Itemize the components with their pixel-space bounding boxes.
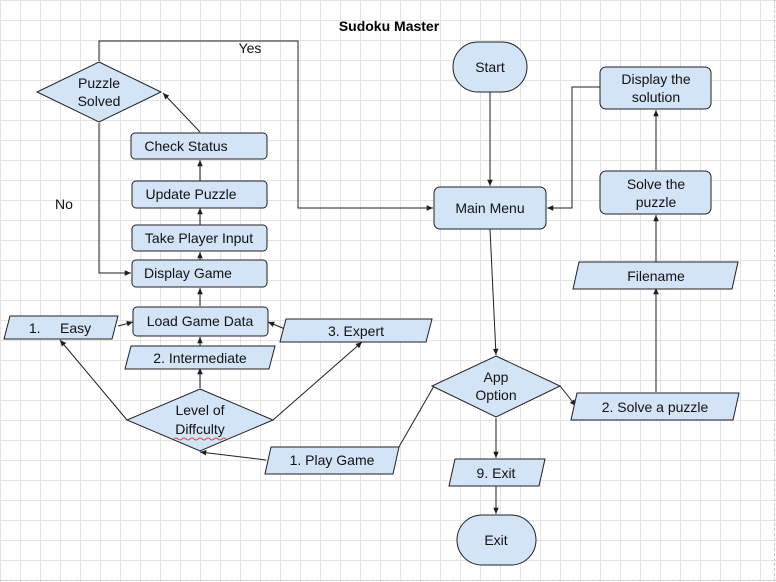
edge-app-option-to-solve-option <box>559 385 577 407</box>
node-exit-label: Exit <box>484 532 507 548</box>
node-level-label-2: Diffculty <box>175 421 225 437</box>
node-start-label: Start <box>475 59 505 75</box>
node-intermediate[interactable]: 2. Intermediate <box>124 345 276 370</box>
edge-check-to-puzzle-solved <box>162 92 201 133</box>
node-puzzle-solved[interactable]: Puzzle Solved <box>35 61 163 123</box>
node-puzzle-solved-label-1: Puzzle <box>78 75 120 91</box>
node-app-option-label-1: App <box>484 369 509 385</box>
node-display-solution-label-2: solution <box>632 89 680 105</box>
node-solve-option-label: 2. Solve a puzzle <box>602 399 709 415</box>
edge-puzzle-solved-yes-to-main-menu <box>98 40 433 211</box>
edge-easy-to-load <box>117 320 134 327</box>
node-expert[interactable]: 3. Expert <box>279 318 433 343</box>
node-update-puzzle-label: Update Puzzle <box>145 186 236 202</box>
node-display-solution-label-1: Display the <box>621 71 690 87</box>
node-exit-option-label: 9. Exit <box>477 465 516 481</box>
diagram-title: Sudoku Master <box>339 18 440 34</box>
node-exit-option[interactable]: 9. Exit <box>448 458 546 487</box>
node-filename-label: Filename <box>627 268 685 284</box>
node-easy-label: 1. Easy <box>29 320 91 336</box>
edge-label-no: No <box>55 196 73 212</box>
node-main-menu[interactable]: Main Menu <box>433 186 547 230</box>
node-solve-the-puzzle[interactable]: Solve the puzzle <box>599 170 712 215</box>
node-update-puzzle[interactable]: Update Puzzle <box>131 180 268 209</box>
node-main-menu-label: Main Menu <box>455 200 524 216</box>
node-start[interactable]: Start <box>452 41 528 93</box>
node-load-game-data[interactable]: Load Game Data <box>132 306 269 337</box>
node-take-player-input[interactable]: Take Player Input <box>131 224 268 252</box>
node-intermediate-label: 2. Intermediate <box>153 350 247 366</box>
edge-label-yes: Yes <box>239 40 262 56</box>
node-app-option[interactable]: App Option <box>430 355 562 418</box>
node-display-game[interactable]: Display Game <box>131 259 268 288</box>
node-take-player-input-label: Take Player Input <box>145 230 253 246</box>
node-filename[interactable]: Filename <box>572 261 739 290</box>
edge-main-menu-to-app-option <box>489 228 499 356</box>
node-display-solution[interactable]: Display the solution <box>599 66 712 110</box>
connectors <box>59 40 659 514</box>
node-expert-label: 3. Expert <box>328 323 384 339</box>
edge-expert-to-load <box>267 321 286 330</box>
node-play-game[interactable]: 1. Play Game <box>264 446 400 475</box>
edge-puzzle-solved-no-to-display-game <box>98 123 131 276</box>
node-solve-option[interactable]: 2. Solve a puzzle <box>570 392 740 421</box>
node-solve-the-puzzle-label-2: puzzle <box>636 194 677 210</box>
edge-level-to-easy <box>59 339 128 421</box>
node-level-label-1: Level of <box>175 402 224 418</box>
node-easy[interactable]: 1. Easy <box>3 315 119 340</box>
node-display-game-label: Display Game <box>144 265 232 281</box>
node-load-game-data-label: Load Game Data <box>147 313 254 329</box>
edge-level-to-expert <box>272 341 363 421</box>
node-check-status-label: Check Status <box>144 138 227 154</box>
node-play-game-label: 1. Play Game <box>290 452 375 468</box>
edge-play-game-to-level <box>199 449 267 461</box>
node-puzzle-solved-label-2: Solved <box>78 93 121 109</box>
edge-display-solution-to-main-menu <box>547 86 600 211</box>
node-level-of-difficulty[interactable]: Level of Diffculty <box>125 388 275 452</box>
node-exit[interactable]: Exit <box>456 514 537 566</box>
node-app-option-label-2: Option <box>475 387 516 403</box>
node-solve-the-puzzle-label-1: Solve the <box>627 176 686 192</box>
spellcheck-underline <box>173 437 227 441</box>
node-check-status[interactable]: Check Status <box>130 132 268 160</box>
